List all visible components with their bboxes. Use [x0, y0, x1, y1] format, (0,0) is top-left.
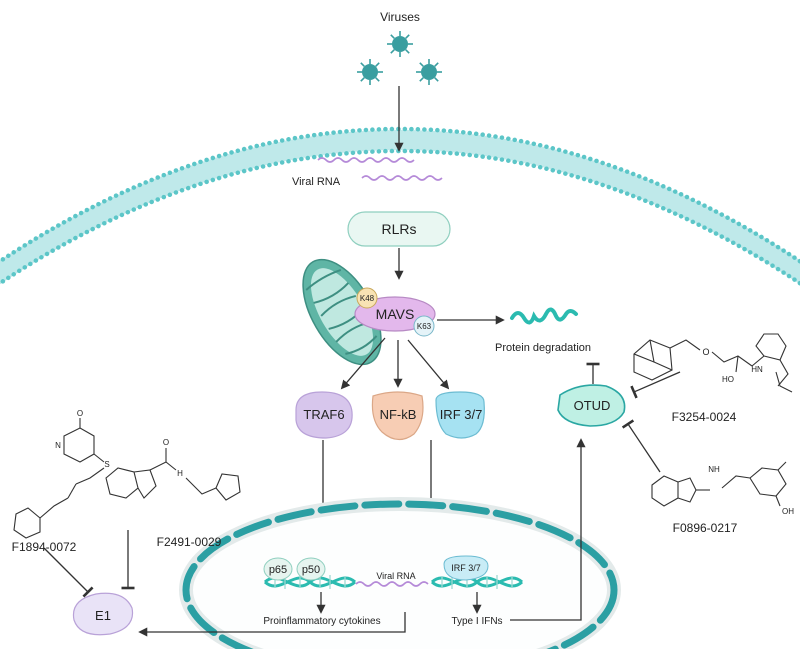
f1894-s-atom: S: [104, 460, 109, 469]
viral-rna-cytoplasm: [317, 157, 443, 181]
compound-f2491-structure: [105, 448, 241, 501]
viral-rna-nucleus-label: Viral RNA: [376, 571, 415, 581]
irf37-nucleus-node: IRF 3/7: [443, 555, 489, 581]
f2491-label: F2491-0029: [157, 535, 222, 549]
irf37-nucleus-label: IRF 3/7: [451, 563, 481, 573]
f3254-ho-atom: HO: [722, 375, 734, 384]
type1-ifns-label: Type I IFNs: [451, 616, 502, 627]
e1-node: E1: [72, 592, 134, 636]
degraded-protein-icon: [510, 307, 578, 325]
f3254-hn-atom: HN: [751, 365, 763, 374]
nfkb-node: NF-kB: [371, 391, 424, 441]
irf37-node: IRF 3/7: [435, 391, 485, 439]
dna-helix-right: [430, 575, 524, 589]
p65-p50-dimer: p65 p50: [263, 557, 326, 581]
otud-label: OTUD: [574, 398, 611, 413]
f1894-label: F1894-0072: [12, 540, 77, 554]
f0896-nh-atom: NH: [708, 465, 720, 474]
k48-label: K48: [360, 294, 375, 303]
mavs-node: MAVS K48 K63: [354, 287, 436, 337]
otud-node: OTUD: [557, 384, 626, 427]
mavs-to-traf6-arrow: [340, 337, 386, 390]
f0896-inhibits-otud: [621, 419, 661, 473]
k63-label: K63: [417, 322, 432, 331]
p50-label: p50: [302, 564, 320, 576]
f3254-inhibits-otud: [630, 371, 681, 399]
nucleus: [179, 497, 621, 649]
f2491-h-atom: H: [177, 469, 183, 478]
e1-label: E1: [95, 608, 111, 623]
rlrs-label: RLRs: [381, 221, 416, 237]
viral-rna-nucleus: [355, 581, 429, 587]
viruses-label: Viruses: [380, 10, 420, 24]
f3254-o-atom: O: [702, 347, 709, 357]
nfkb-label: NF-kB: [380, 407, 417, 422]
cytokines-to-e1-arrow: [138, 612, 406, 637]
virus-icon: [357, 59, 383, 85]
ifn-to-otud-arrow: [510, 438, 586, 621]
traf6-label: TRAF6: [303, 407, 344, 422]
irf37-label: IRF 3/7: [440, 407, 483, 422]
mavs-label: MAVS: [376, 306, 415, 322]
f1894-o-atom: O: [77, 409, 83, 418]
p65-label: p65: [269, 564, 287, 576]
compound-f3254-structure: [633, 333, 793, 393]
viruses-group: Viruses: [357, 10, 442, 85]
compound-f0896-structure: [651, 461, 787, 507]
f3254-label: F3254-0024: [672, 410, 737, 424]
f1894-inhibits-e1: [43, 547, 94, 598]
proinflammatory-label: Proinflammatory cytokines: [263, 616, 380, 627]
virus-icon: [387, 31, 413, 57]
f0896-label: F0896-0217: [673, 521, 738, 535]
viral-rna-label: Viral RNA: [292, 176, 341, 188]
virus-icon: [416, 59, 442, 85]
protein-degradation-label: Protein degradation: [495, 342, 591, 354]
f0896-oh-atom: OH: [782, 507, 794, 516]
f2491-o-atom: O: [163, 438, 169, 447]
rlrs-node: RLRs: [347, 211, 451, 247]
traf6-node: TRAF6: [295, 391, 353, 439]
mavs-to-irf-arrow: [407, 339, 450, 390]
compound-f1894-structure: [13, 418, 105, 539]
f1894-n-atom: N: [55, 441, 61, 450]
